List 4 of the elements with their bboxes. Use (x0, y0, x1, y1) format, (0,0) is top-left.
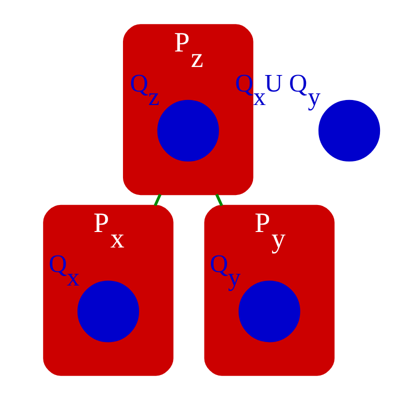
connector (154, 194, 162, 206)
node-circle (157, 100, 219, 162)
connector (215, 194, 223, 206)
node-circle (238, 280, 300, 342)
